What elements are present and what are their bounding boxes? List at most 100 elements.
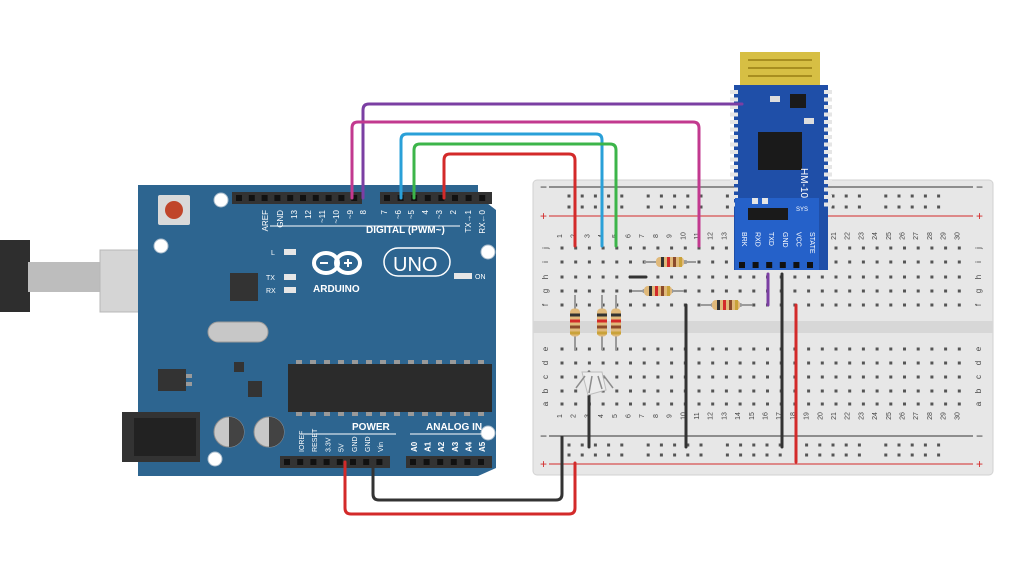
rail-hole[interactable] <box>659 443 663 447</box>
header-pin[interactable] <box>437 459 444 465</box>
rail-hole[interactable] <box>897 194 901 198</box>
header-pin[interactable] <box>424 195 431 201</box>
breadboard-hole[interactable] <box>944 246 948 250</box>
breadboard-hole[interactable] <box>711 260 715 264</box>
breadboard-hole[interactable] <box>601 347 605 351</box>
breadboard-hole[interactable] <box>587 347 591 351</box>
header-pin[interactable] <box>479 195 486 201</box>
breadboard-hole[interactable] <box>875 260 879 264</box>
breadboard-hole[interactable] <box>642 246 646 250</box>
breadboard-hole[interactable] <box>724 289 728 293</box>
breadboard-hole[interactable] <box>889 303 893 307</box>
rail-hole[interactable] <box>567 443 571 447</box>
rail-hole[interactable] <box>673 443 677 447</box>
breadboard-hole[interactable] <box>834 246 838 250</box>
rail-hole[interactable] <box>686 453 690 457</box>
breadboard-hole[interactable] <box>615 402 619 406</box>
breadboard-hole[interactable] <box>670 361 674 365</box>
breadboard-hole[interactable] <box>930 347 934 351</box>
header-pin[interactable] <box>363 459 370 465</box>
rail-hole[interactable] <box>620 453 624 457</box>
header-pin[interactable] <box>274 195 281 201</box>
breadboard-hole[interactable] <box>587 303 591 307</box>
breadboard-hole[interactable] <box>697 347 701 351</box>
hm10-pin[interactable] <box>766 262 773 268</box>
breadboard-hole[interactable] <box>574 361 578 365</box>
breadboard-hole[interactable] <box>807 361 811 365</box>
breadboard-hole[interactable] <box>944 375 948 379</box>
breadboard-hole[interactable] <box>738 375 742 379</box>
rail-hole[interactable] <box>884 194 888 198</box>
breadboard-hole[interactable] <box>587 361 591 365</box>
breadboard-hole[interactable] <box>944 275 948 279</box>
rail-hole[interactable] <box>725 194 729 198</box>
breadboard-hole[interactable] <box>601 361 605 365</box>
breadboard-hole[interactable] <box>930 289 934 293</box>
breadboard-hole[interactable] <box>957 361 961 365</box>
breadboard-hole[interactable] <box>724 246 728 250</box>
rail-hole[interactable] <box>857 443 861 447</box>
breadboard-hole[interactable] <box>957 260 961 264</box>
breadboard-hole[interactable] <box>615 246 619 250</box>
breadboard-hole[interactable] <box>574 246 578 250</box>
breadboard-hole[interactable] <box>944 289 948 293</box>
wire-red[interactable] <box>442 152 577 248</box>
wire-blue[interactable] <box>399 132 604 248</box>
rail-hole[interactable] <box>593 205 597 209</box>
breadboard-hole[interactable] <box>848 246 852 250</box>
breadboard-hole[interactable] <box>629 389 632 393</box>
breadboard-hole[interactable] <box>916 389 920 393</box>
breadboard-hole[interactable] <box>834 303 838 307</box>
header-pin[interactable] <box>287 195 294 201</box>
breadboard-hole[interactable] <box>889 275 893 279</box>
rail-hole[interactable] <box>567 194 571 198</box>
breadboard-hole[interactable] <box>752 375 756 379</box>
breadboard-hole[interactable] <box>944 260 948 264</box>
breadboard-hole[interactable] <box>656 361 660 365</box>
rail-hole[interactable] <box>725 205 729 209</box>
rail-hole[interactable] <box>620 194 624 198</box>
breadboard-hole[interactable] <box>834 260 838 264</box>
breadboard-hole[interactable] <box>930 375 934 379</box>
rail-hole[interactable] <box>831 194 835 198</box>
rail-hole[interactable] <box>646 194 650 198</box>
rail-hole[interactable] <box>844 453 848 457</box>
wire-magenta[interactable] <box>350 120 701 248</box>
breadboard-hole[interactable] <box>820 389 824 393</box>
breadboard-hole[interactable] <box>656 275 660 279</box>
breadboard-hole[interactable] <box>656 375 660 379</box>
rail-hole[interactable] <box>659 205 663 209</box>
rail-hole[interactable] <box>778 443 782 447</box>
breadboard-hole[interactable] <box>683 275 687 279</box>
rail-hole[interactable] <box>844 194 848 198</box>
breadboard-hole[interactable] <box>629 402 632 406</box>
header-pin[interactable] <box>336 459 343 465</box>
breadboard-hole[interactable] <box>629 303 632 307</box>
breadboard-hole[interactable] <box>629 347 632 351</box>
breadboard-hole[interactable] <box>889 361 893 365</box>
rail-hole[interactable] <box>593 453 597 457</box>
breadboard-hole[interactable] <box>916 275 920 279</box>
breadboard-hole[interactable] <box>916 402 920 406</box>
breadboard-hole[interactable] <box>889 347 893 351</box>
breadboard-hole[interactable] <box>697 402 701 406</box>
breadboard-hole[interactable] <box>930 246 934 250</box>
header-pin[interactable] <box>312 195 319 201</box>
breadboard-hole[interactable] <box>560 289 564 293</box>
breadboard-hole[interactable] <box>601 275 605 279</box>
breadboard-hole[interactable] <box>848 275 852 279</box>
breadboard-hole[interactable] <box>601 289 605 293</box>
breadboard-hole[interactable] <box>711 402 715 406</box>
breadboard-hole[interactable] <box>738 361 742 365</box>
breadboard-hole[interactable] <box>957 246 961 250</box>
rail-hole[interactable] <box>765 453 769 457</box>
breadboard-hole[interactable] <box>875 275 879 279</box>
rail-hole[interactable] <box>937 443 941 447</box>
breadboard-hole[interactable] <box>697 275 701 279</box>
breadboard-hole[interactable] <box>615 275 619 279</box>
breadboard-hole[interactable] <box>807 402 811 406</box>
rail-hole[interactable] <box>686 194 690 198</box>
breadboard-hole[interactable] <box>697 375 701 379</box>
rail-hole[interactable] <box>752 453 756 457</box>
breadboard-hole[interactable] <box>670 375 674 379</box>
